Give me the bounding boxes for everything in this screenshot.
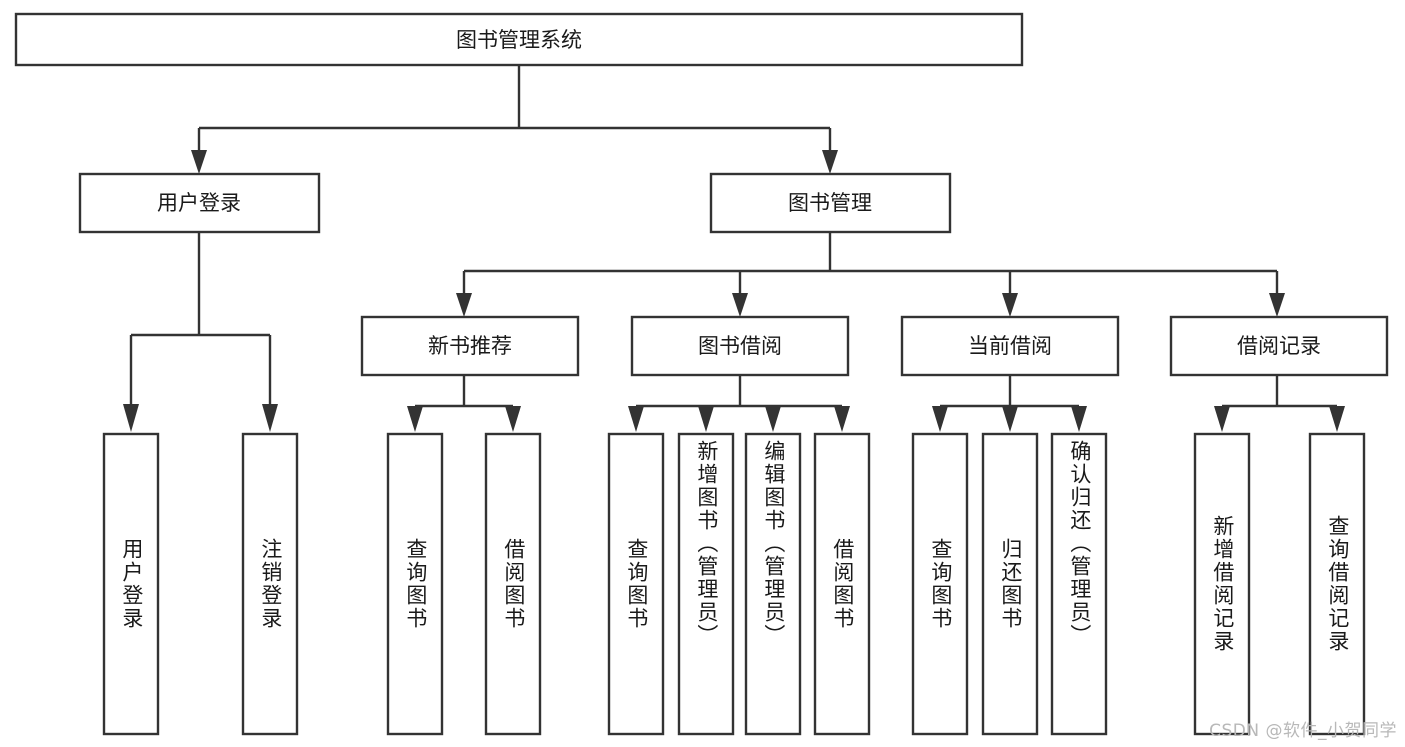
node-leaf-logout-box[interactable] [241,432,299,736]
connector-group-new-book-rec [407,375,521,432]
node-book-borrow-label: 图书借阅 [698,334,782,358]
arrowhead-leaf-borrow-book-1 [505,406,521,432]
node-borrow-record[interactable]: 借阅记录 [1169,315,1389,377]
connector-group-borrow-record [1214,375,1345,432]
node-current-borrow[interactable]: 当前借阅 [900,315,1120,377]
node-current-borrow-label: 当前借阅 [968,334,1052,358]
node-leaf-edit-book-box[interactable] [744,432,802,736]
node-book-manage-box[interactable] [709,172,952,234]
connector-group-current-borrow [932,375,1087,432]
node-new-book-rec[interactable]: 新书推荐 [360,315,580,377]
connector-group-book-manage [456,232,1285,317]
connector-group-root [191,65,838,174]
node-leaf-query-book-3-box[interactable] [911,432,969,736]
csdn-watermark: CSDN @软件_小贺同学 [1209,721,1397,741]
node-leaf-query-record-box[interactable] [1308,432,1366,736]
arrowhead-leaf-return-book [1002,406,1018,432]
node-leaf-borrow-book-2-box[interactable] [813,432,871,736]
node-root[interactable]: 图书管理系统 [14,12,1024,67]
arrowhead-new-book-rec [456,293,472,317]
arrowhead-leaf-query-record [1329,406,1345,432]
node-leaf-query-book-1-box[interactable] [386,432,444,736]
arrowhead-leaf-query-book-1 [407,406,423,432]
node-book-manage-label: 图书管理 [788,191,872,215]
node-borrow-record-label: 借阅记录 [1237,334,1321,358]
node-leaf-query-book-2-box[interactable] [607,432,665,736]
node-root-box[interactable] [14,12,1024,67]
arrowhead-user-login [191,150,207,174]
node-leaf-confirm-return-box[interactable] [1050,432,1108,736]
arrowhead-borrow-record [1269,293,1285,317]
node-root-label: 图书管理系统 [456,28,582,52]
arrowhead-leaf-add-record [1214,406,1230,432]
node-user-login[interactable]: 用户登录 [78,172,321,234]
arrowhead-leaf-borrow-book-2 [834,406,850,432]
node-leaf-user-login-box[interactable] [102,432,160,736]
arrowhead-leaf-edit-book [765,406,781,432]
node-user-login-label: 用户登录 [157,191,241,215]
arrowhead-leaf-query-book-3 [932,406,948,432]
node-borrow-record-box[interactable] [1169,315,1389,377]
node-new-book-rec-box[interactable] [360,315,580,377]
connector-group-book-borrow [628,375,850,432]
node-leaf-add-record-box[interactable] [1193,432,1251,736]
arrowhead-book-borrow [732,293,748,317]
arrowhead-book-manage [822,150,838,174]
node-book-borrow-box[interactable] [630,315,850,377]
node-leaf-return-book-box[interactable] [981,432,1039,736]
node-book-borrow[interactable]: 图书借阅 [630,315,850,377]
node-new-book-rec-label: 新书推荐 [428,334,512,358]
arrowhead-leaf-confirm-return [1071,406,1087,432]
node-book-manage[interactable]: 图书管理 [709,172,952,234]
arrowhead-leaf-user-login [123,404,139,432]
connector-group-user-login [123,232,278,432]
node-leaf-borrow-book-1-box[interactable] [484,432,542,736]
arrowhead-leaf-add-book [698,406,714,432]
arrowhead-current-borrow [1002,293,1018,317]
node-user-login-box[interactable] [78,172,321,234]
arrowhead-leaf-query-book-2 [628,406,644,432]
node-leaf-add-book-box[interactable] [677,432,735,736]
arrowhead-leaf-logout [262,404,278,432]
node-current-borrow-box[interactable] [900,315,1120,377]
